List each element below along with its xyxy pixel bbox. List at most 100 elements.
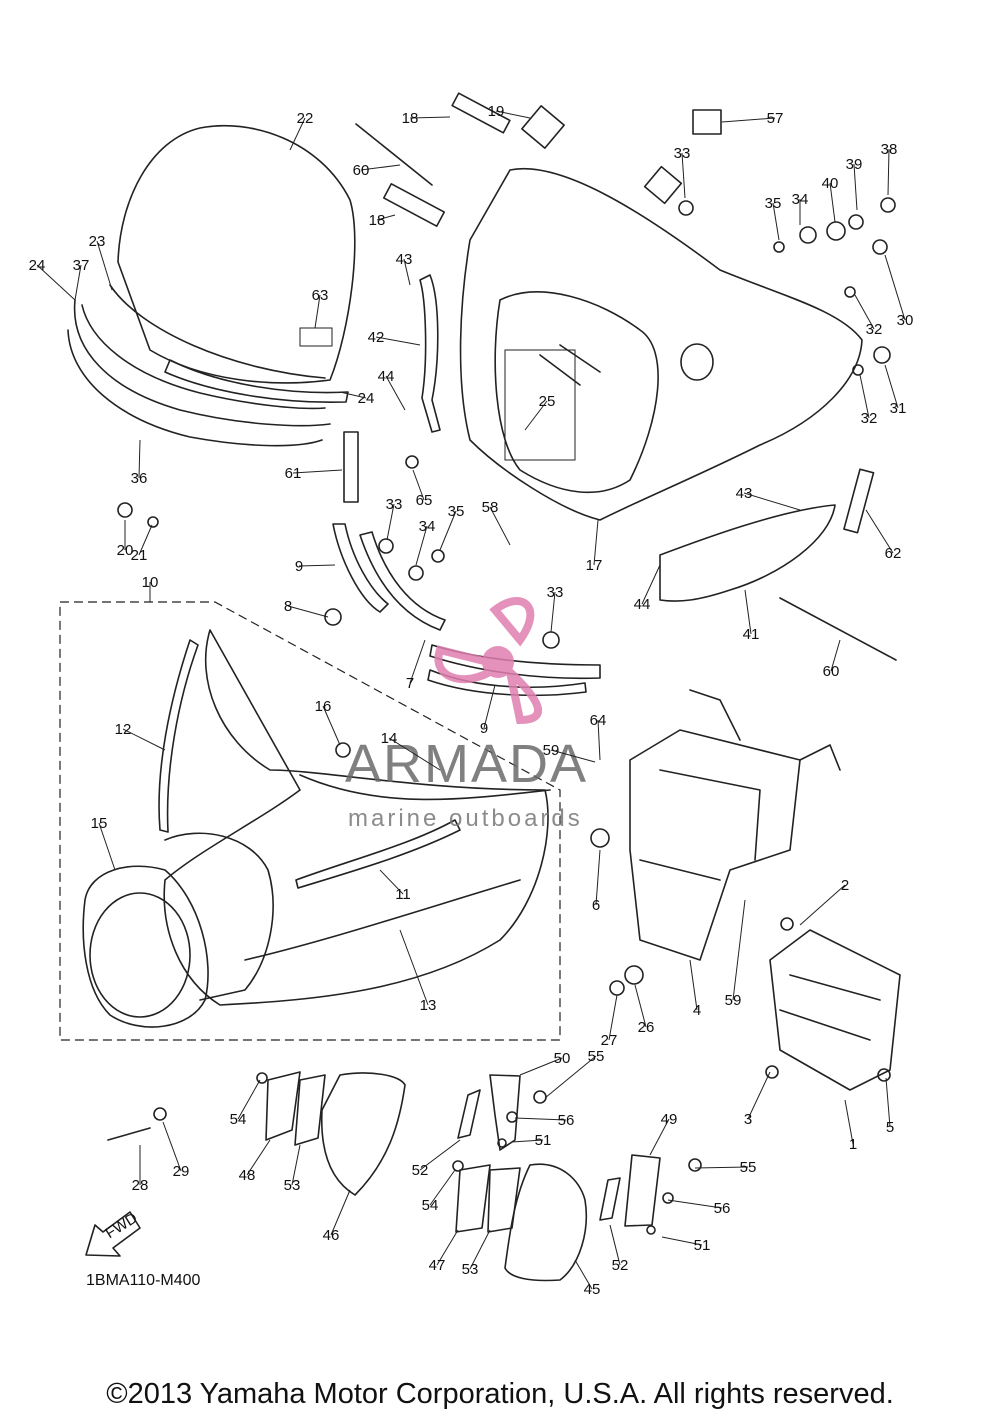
callout-number: 59 [543, 742, 560, 759]
callout-number: 43 [736, 485, 753, 502]
callout-number: 62 [885, 545, 902, 562]
leader-line [574, 1259, 593, 1290]
cable-tie-upper [355, 123, 433, 186]
leader-line [743, 492, 801, 511]
callout-number: 29 [173, 1163, 190, 1180]
callout-number: 27 [601, 1032, 618, 1049]
cowling-molding [67, 299, 331, 447]
callout-number: 52 [612, 1257, 629, 1274]
side-strip-12 [158, 639, 199, 833]
leader-line [98, 822, 116, 871]
callout-number: 54 [230, 1111, 247, 1128]
leader-line [689, 959, 698, 1011]
inner-fairing-panel [459, 168, 863, 521]
callout-number: 33 [386, 496, 403, 513]
hardware [107, 105, 896, 1235]
callout-labels: 1234567899101112131415161718181920212223… [29, 103, 914, 1298]
leader-line [162, 1121, 182, 1172]
bracket-upper-9 [332, 523, 446, 631]
leader-line [608, 994, 618, 1041]
callout-number: 23 [89, 233, 106, 250]
callout-number: 2 [841, 877, 849, 894]
leader-line [409, 116, 451, 119]
leader-line [593, 519, 599, 566]
callout-number: 18 [402, 110, 419, 127]
leader-line [884, 364, 899, 409]
callout-number: 60 [353, 162, 370, 179]
pad-18-upper [451, 92, 511, 134]
callout-number: 45 [584, 1281, 601, 1298]
callout-number: 53 [462, 1261, 479, 1278]
lower-panels [265, 1071, 661, 1282]
leader-line [419, 1139, 461, 1171]
leader-line [667, 1199, 723, 1209]
callout-number: 38 [881, 141, 898, 158]
leader-line [436, 1229, 459, 1266]
leader-line [429, 1169, 456, 1206]
leader-line [495, 110, 531, 119]
callout-number: 8 [284, 598, 292, 615]
leader-line [865, 509, 894, 554]
assembly-10-outline [59, 601, 561, 1041]
leader-line [859, 374, 870, 419]
callout-number: 20 [117, 542, 134, 559]
leader-line [853, 163, 858, 211]
callout-number: 14 [381, 730, 398, 747]
callout-number: 3 [744, 1111, 752, 1128]
callout-number: 64 [590, 712, 607, 729]
callout-number: 37 [73, 257, 90, 274]
leader-line [314, 294, 321, 329]
leader-line [483, 684, 496, 729]
watermark-title: ARMADA [345, 734, 588, 794]
callout-number: 51 [535, 1132, 552, 1149]
callout-number: 49 [661, 1111, 678, 1128]
callout-number: 15 [91, 815, 108, 832]
callout-number: 65 [416, 492, 433, 509]
leader-line [514, 1117, 567, 1121]
leader-line [550, 749, 596, 763]
leader-line [747, 1071, 771, 1120]
callout-number: 24 [358, 390, 375, 407]
callout-number: 6 [592, 897, 600, 914]
leader-line [292, 469, 343, 474]
seal-strip-62 [843, 468, 875, 534]
callout-number: 34 [419, 518, 436, 535]
inner-bracket [419, 274, 441, 433]
windshield-trim [109, 284, 349, 404]
frame-stay [629, 689, 841, 961]
callout-number: 53 [284, 1177, 301, 1194]
callout-number: 9 [480, 720, 488, 737]
leader-line [322, 705, 341, 746]
armada-watermark: ARMADA marine outboards [345, 597, 588, 832]
callout-number: 56 [558, 1112, 575, 1129]
cable-tie-lower [779, 597, 897, 661]
callout-number: 55 [588, 1048, 605, 1065]
callout-number: 13 [420, 997, 437, 1014]
callout-number: 58 [482, 499, 499, 516]
callout-number: 33 [674, 145, 691, 162]
callout-number: 43 [396, 251, 413, 268]
callout-number: 55 [740, 1159, 757, 1176]
callout-number: 35 [448, 503, 465, 520]
leader-line [403, 258, 411, 286]
leader-line [511, 1139, 544, 1143]
leader-line [379, 869, 404, 895]
callout-number: 34 [792, 191, 809, 208]
lower-stay [769, 929, 901, 1091]
leader-line [469, 1229, 491, 1270]
leader-line [298, 564, 336, 567]
leader-line [744, 589, 752, 635]
propeller-logo-icon [434, 597, 543, 725]
leader-line [412, 469, 425, 501]
callout-number: 60 [823, 663, 840, 680]
callout-number: 25 [539, 393, 556, 410]
leader-line [830, 639, 841, 672]
callout-number: 1 [849, 1136, 857, 1153]
leader-line [772, 202, 780, 241]
leader-line [399, 929, 429, 1006]
callout-number: 17 [586, 557, 603, 574]
headlight-rim [82, 832, 274, 1028]
leader-line [661, 1236, 703, 1246]
side-trim-right [659, 504, 836, 602]
